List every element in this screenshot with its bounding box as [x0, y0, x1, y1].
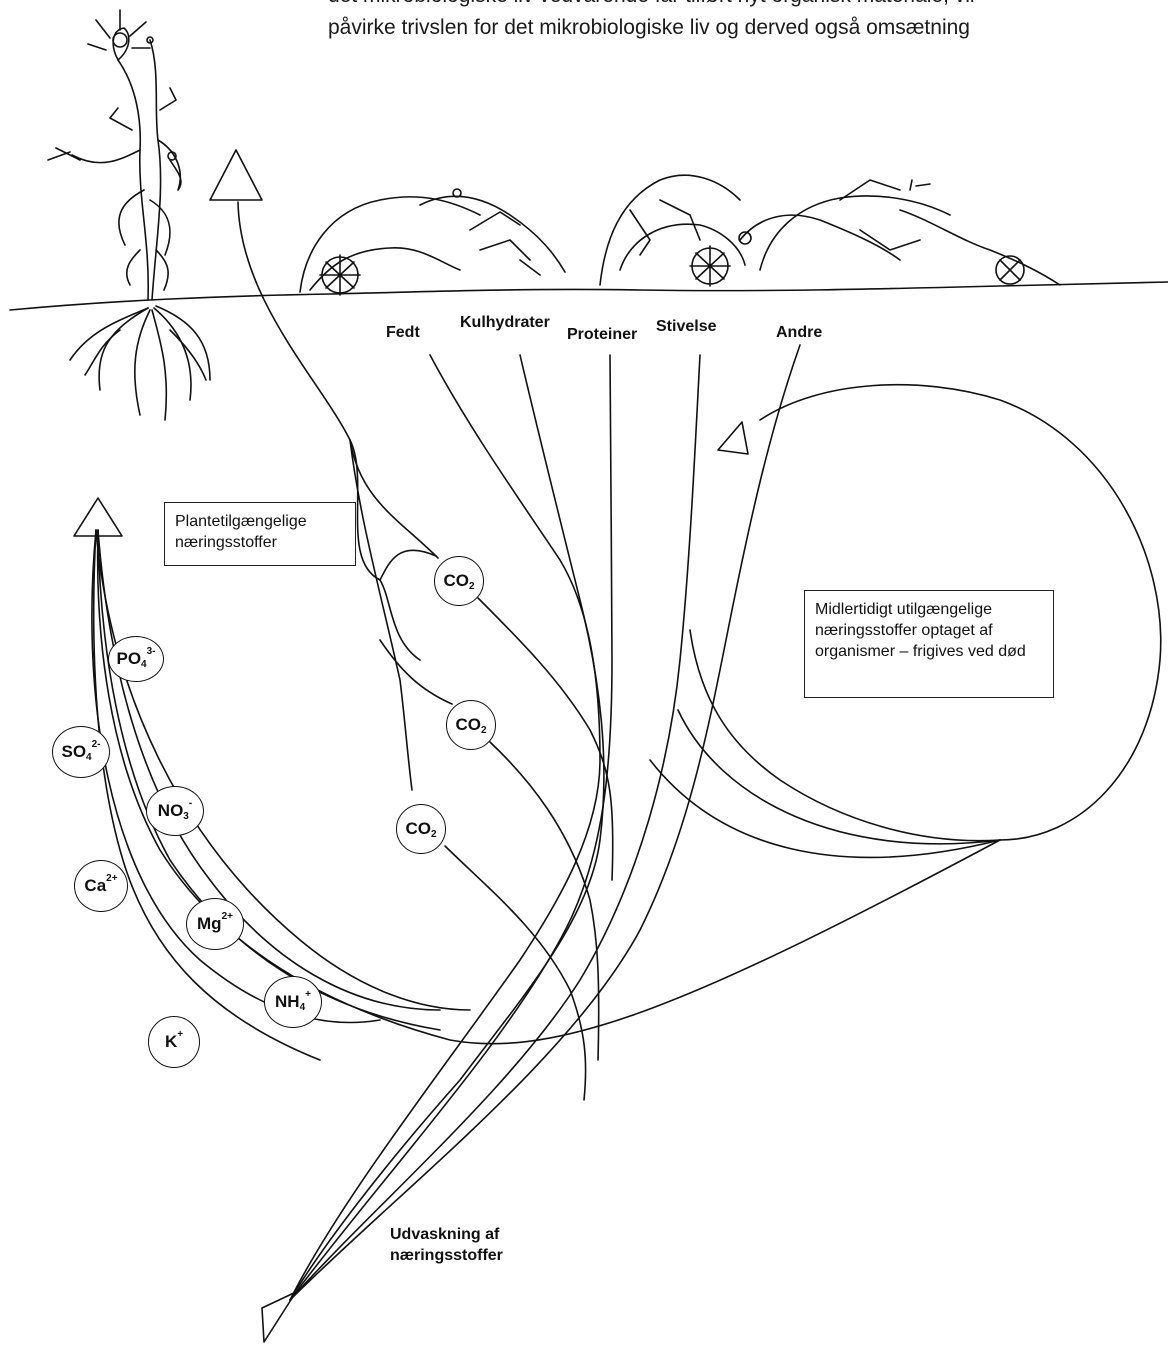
no3-base: NO: [158, 801, 184, 821]
co2-base: CO: [405, 819, 431, 839]
nutrient-k: K+: [148, 1016, 200, 1068]
po4-base: PO: [116, 649, 141, 669]
no3-sup: -: [189, 798, 192, 809]
k-base: K: [165, 1032, 177, 1052]
label-andre: Andre: [776, 324, 822, 342]
box-plant-available: Plantetilgængelige næringsstoffer: [164, 502, 356, 566]
nh4-base: NH: [275, 992, 300, 1012]
box-temporarily-unavailable: Midlertidigt utilgængelige næringsstoffe…: [804, 590, 1054, 698]
nutrient-flow-5: [96, 530, 470, 1010]
organism-cycle-arrow-head: [718, 422, 748, 454]
flow-proteiner: [290, 355, 612, 1300]
co2-base: CO: [455, 715, 481, 735]
organic-material-illustration: [300, 175, 1060, 295]
co2-up-arrow-head: [210, 150, 262, 200]
co2-sub: 2: [481, 725, 487, 736]
so4-sub: 4: [86, 752, 92, 763]
po4-sub: 4: [141, 659, 147, 670]
label-proteiner: Proteiner: [567, 326, 637, 344]
nh4-sup: +: [305, 989, 311, 1000]
ca-base: Ca: [84, 876, 106, 896]
mg-base: Mg: [197, 914, 222, 934]
label-kulhydrater: Kulhydrater: [460, 314, 550, 332]
no3-sub: 3: [183, 811, 189, 822]
soil-surface-line: [10, 282, 1168, 310]
standing-plant-illustration: [48, 10, 181, 300]
nutrient-flow-6: [92, 530, 380, 1023]
plant-roots: [70, 306, 210, 420]
flow-kulhydrater: [290, 355, 604, 1300]
flow-stivelse: [290, 355, 700, 1300]
label-fedt: Fedt: [386, 324, 420, 342]
so4-base: SO: [61, 742, 86, 762]
po4-sup: 3-: [147, 646, 156, 657]
leaching-arrow-head: [262, 1292, 296, 1342]
box-leaching: Udvaskning af næringsstoffer: [380, 1216, 540, 1272]
k-sup: +: [177, 1029, 183, 1040]
co2-base: CO: [443, 571, 469, 591]
ca-sup: 2+: [106, 873, 117, 884]
co2-sub: 2: [469, 581, 475, 592]
so4-sup: 2-: [92, 739, 101, 750]
label-stivelse: Stivelse: [656, 318, 716, 336]
mg-sup: 2+: [222, 911, 233, 922]
nh4-sub: 4: [300, 1002, 306, 1013]
co2-sub: 2: [431, 829, 437, 840]
